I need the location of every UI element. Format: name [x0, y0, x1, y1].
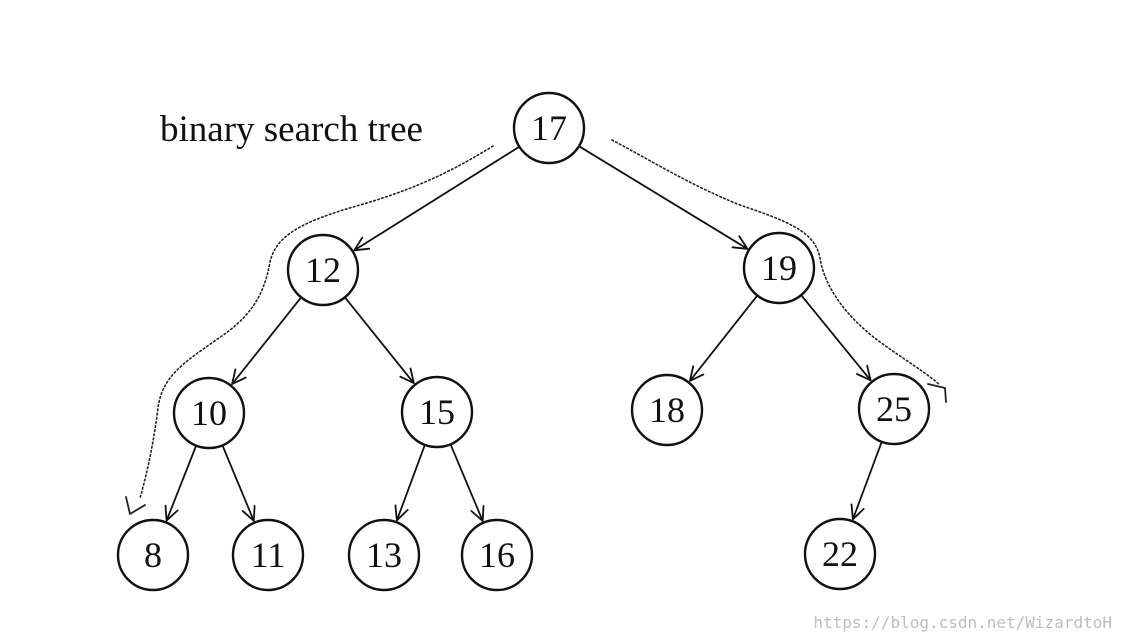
node-label: 12	[305, 250, 341, 290]
node-circle	[512, 91, 586, 165]
tree-edge-12-10	[231, 297, 302, 385]
tree-edge-19-18	[689, 295, 758, 382]
tree-node-11: 11	[231, 518, 305, 592]
tree-edge-12-15	[344, 297, 415, 384]
tree-node-15: 15	[400, 375, 474, 449]
edge-arrowhead	[731, 235, 749, 250]
edge-arrowhead	[164, 504, 179, 522]
tree-edge-17-12	[353, 146, 519, 252]
edge-arrowhead	[856, 364, 872, 382]
node-circle	[347, 518, 421, 592]
node-circle	[742, 231, 816, 305]
tree-edge-19-25	[801, 295, 872, 382]
node-circle	[286, 233, 360, 307]
edge-arrowhead	[689, 365, 705, 382]
tree-edge-10-11	[221, 445, 256, 522]
node-label: 22	[822, 534, 858, 574]
node-circle	[400, 375, 474, 449]
edge-line	[801, 295, 872, 381]
tree-node-22: 22	[803, 517, 877, 591]
edge-arrowhead	[394, 504, 409, 522]
edge-line	[165, 446, 197, 521]
tree-edges	[164, 145, 883, 522]
tree-node-13: 13	[347, 518, 421, 592]
tree-edge-15-13	[394, 445, 426, 522]
node-label: 15	[419, 392, 455, 432]
node-label: 16	[479, 535, 515, 575]
tree-edge-17-19	[579, 145, 749, 250]
tree-node-25: 25	[857, 372, 931, 446]
edge-line	[353, 146, 519, 252]
edge-line	[396, 445, 426, 521]
node-circle	[630, 373, 704, 447]
edge-arrowhead	[850, 503, 865, 521]
node-label: 19	[761, 248, 797, 288]
node-label: 11	[251, 535, 286, 575]
node-circle	[116, 518, 190, 592]
edge-line	[689, 295, 758, 382]
node-label: 17	[531, 108, 567, 148]
edge-line	[579, 145, 748, 250]
tree-node-10: 10	[172, 376, 246, 450]
edge-arrowhead	[399, 367, 415, 384]
edge-line	[852, 442, 883, 520]
diagram-title: binary search tree	[160, 109, 423, 150]
edge-arrowhead	[241, 505, 256, 522]
edge-arrowhead	[353, 236, 371, 252]
tree-node-12: 12	[286, 233, 360, 307]
edge-line	[344, 297, 415, 384]
edge-line	[450, 444, 484, 522]
tree-node-8: 8	[116, 518, 190, 592]
tree-node-19: 19	[742, 231, 816, 305]
tree-node-16: 16	[460, 518, 534, 592]
tree-edge-25-22	[850, 442, 883, 521]
node-label: 8	[144, 535, 162, 575]
edge-arrowhead	[470, 505, 485, 522]
edge-arrowhead	[231, 368, 247, 385]
watermark-text: https://blog.csdn.net/WizardtoH	[813, 613, 1112, 632]
tree-edge-15-16	[450, 444, 485, 522]
node-label: 13	[366, 535, 402, 575]
node-circle	[857, 372, 931, 446]
edge-line	[221, 445, 255, 522]
right-traversal-path	[611, 139, 941, 386]
left-traversal-path	[139, 145, 494, 499]
node-circle	[803, 517, 877, 591]
node-circle	[460, 518, 534, 592]
node-label: 18	[649, 390, 685, 430]
tree-edge-10-8	[164, 446, 197, 522]
node-label: 10	[191, 393, 227, 433]
tree-nodes: 17 12 19 10 15 18 25 8 11 13 16 22	[116, 91, 931, 592]
tree-node-18: 18	[630, 373, 704, 447]
edge-line	[231, 297, 302, 385]
tree-node-17: 17	[512, 91, 586, 165]
node-circle	[172, 376, 246, 450]
node-label: 25	[876, 389, 912, 429]
left-traversal-arrow	[125, 496, 146, 515]
right-traversal-arrow	[927, 383, 947, 403]
node-circle	[231, 518, 305, 592]
